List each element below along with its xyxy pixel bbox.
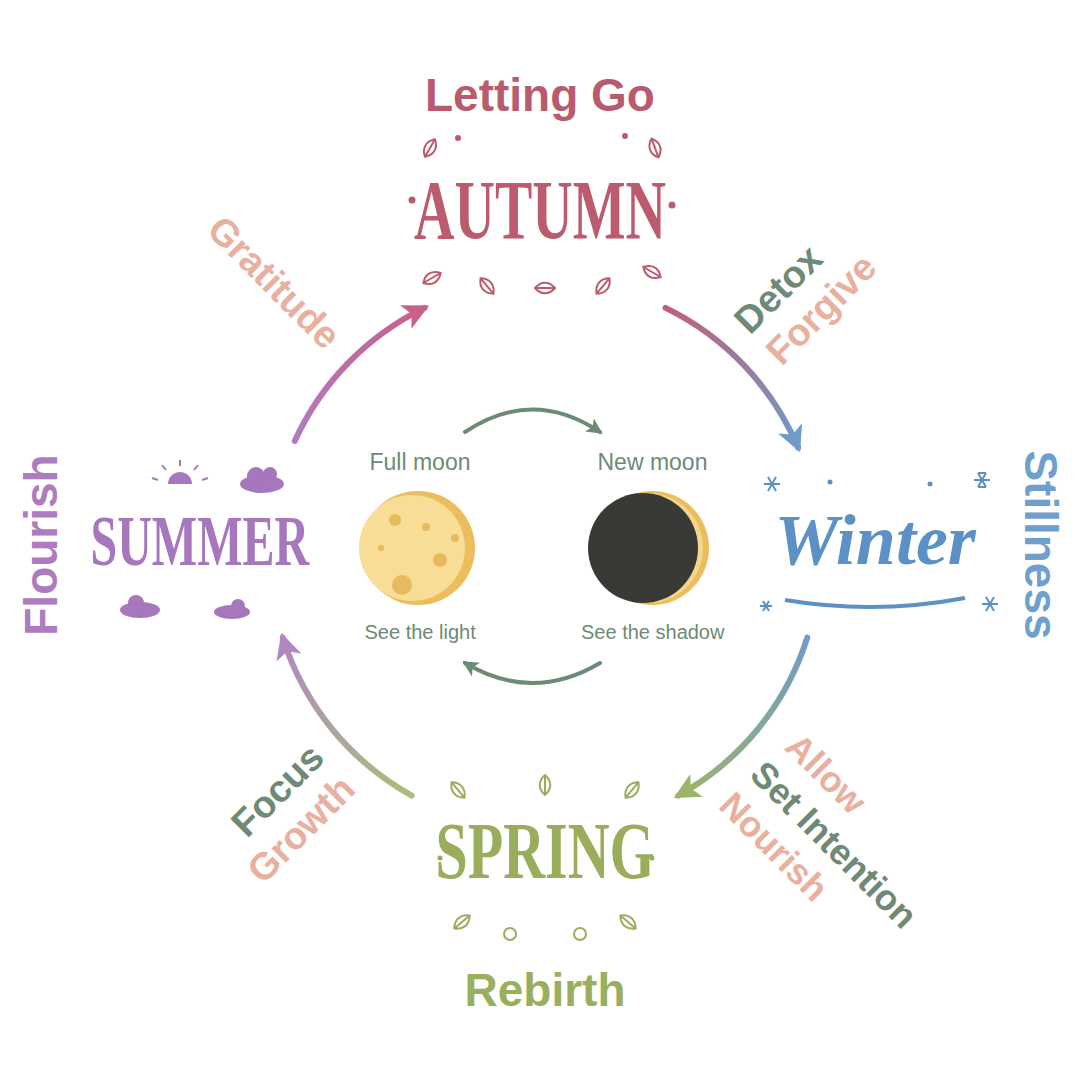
spring-leaves-part: [574, 928, 586, 940]
summer-sun-clouds-part: [231, 599, 245, 613]
season-heading: Stillness: [1013, 450, 1067, 639]
summer-sun-clouds-part: [152, 460, 208, 480]
cycle-arrow: [465, 663, 600, 683]
autumn-leaves-part: [670, 203, 675, 208]
season-word: SPRING: [436, 803, 655, 897]
new-moon-part: [588, 493, 698, 603]
season-word: SUMMER: [91, 499, 310, 582]
season-heading: Letting Go: [425, 68, 655, 122]
season-word: AUTUMN: [414, 162, 666, 258]
full-moon-part: [433, 553, 447, 567]
autumn-leaves-part: [410, 198, 415, 203]
spring-leaves-part: [504, 928, 516, 940]
moon-node: New moonSee the shadow: [570, 440, 735, 655]
autumn-leaves-part: [477, 275, 498, 297]
cycle-arrow: [465, 410, 600, 433]
autumn-leaves: [410, 134, 675, 297]
autumn-leaves-part: [420, 137, 439, 160]
summer-node: FlourishSUMMER: [80, 455, 320, 625]
winter-node: WinterStillness: [750, 460, 1000, 625]
full-moon-part: [389, 514, 401, 526]
snowflakes-part: [928, 482, 933, 487]
moon-caption: See the shadow: [581, 621, 724, 644]
autumn-leaves-part: [641, 262, 664, 281]
moon-title: New moon: [598, 449, 708, 476]
summer-sun-clouds-part: [263, 467, 277, 481]
snowflakes-part: [785, 598, 965, 607]
moon-title: Full moon: [370, 449, 471, 476]
snowflakes-part: [764, 477, 780, 491]
full-moon-part: [359, 495, 465, 601]
spring-leaves-part: [448, 779, 469, 801]
season-heading: Flourish: [13, 454, 67, 635]
full-moon-part: [378, 545, 384, 551]
season-word: Winter: [775, 499, 976, 582]
cycle-keyword: Gratitude: [198, 208, 348, 358]
autumn-leaves-part: [647, 137, 664, 159]
spring-leaves-part: [617, 912, 639, 933]
summer-sun-clouds-part: [168, 472, 192, 484]
full-moon-part: [422, 523, 430, 531]
autumn-node: Letting Go AUTUMN: [395, 60, 685, 295]
moon-caption: See the light: [365, 621, 476, 644]
autumn-leaves-part: [421, 268, 444, 287]
summer-sun-clouds-part: [128, 595, 144, 611]
autumn-leaves-part: [456, 136, 460, 140]
season-heading: Rebirth: [465, 963, 626, 1017]
full-moon-part: [451, 534, 459, 542]
snowflakes-part: [760, 601, 772, 611]
snowflakes-part: [982, 597, 998, 611]
autumn-leaves-part: [593, 275, 614, 297]
full-moon: [359, 491, 475, 605]
snowflakes-part: [828, 480, 833, 485]
summer-sun-clouds-part: [247, 467, 265, 485]
spring-leaves-part: [622, 779, 643, 801]
snowflakes-part: [974, 473, 990, 487]
new-moon: [588, 491, 709, 605]
autumn-leaves-part: [535, 283, 555, 294]
spring-leaves-part: [451, 912, 473, 933]
snowflakes: [760, 473, 998, 611]
autumn-leaves-part: [623, 134, 627, 138]
moon-node: Full moonSee the light: [345, 440, 495, 655]
spring-node: SPRING Rebirth: [425, 775, 665, 1025]
full-moon-part: [392, 575, 412, 595]
spring-leaves-part: [540, 775, 551, 795]
